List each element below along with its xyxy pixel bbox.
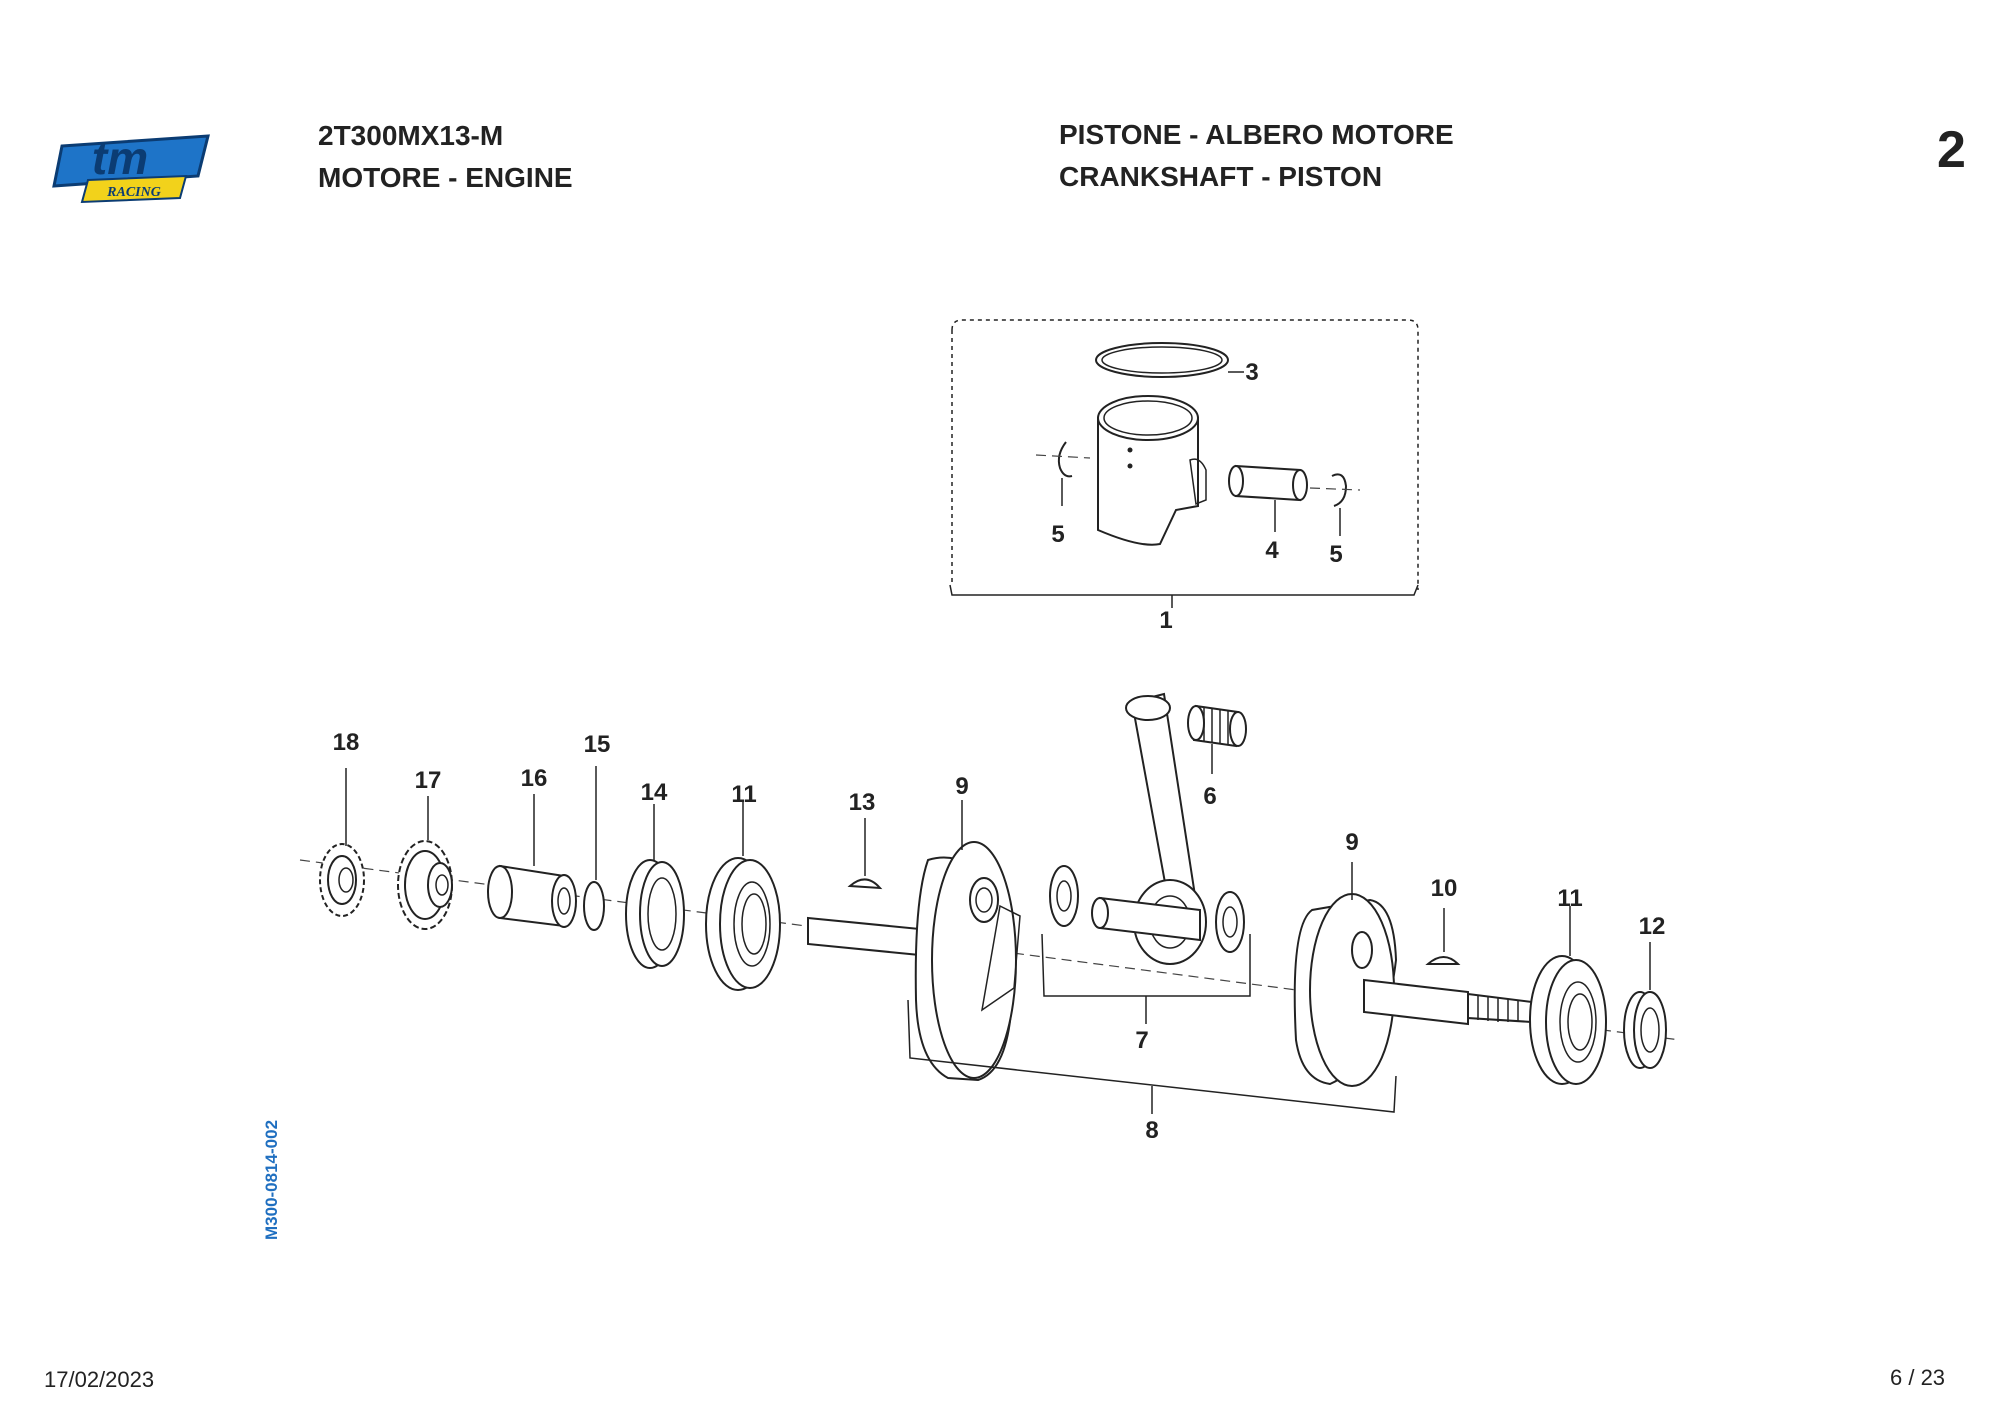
callout-13: 13	[849, 789, 876, 816]
bearing-11-left	[705, 857, 781, 991]
seal-12	[1623, 991, 1667, 1069]
callout-18: 18	[333, 729, 360, 756]
logo-subtext: RACING	[106, 185, 161, 200]
section-title-it: PISTONE - ALBERO MOTORE	[1059, 119, 1454, 150]
callout-16: 16	[521, 765, 548, 792]
connecting-rod	[1091, 692, 1207, 965]
callout-9-right: 9	[1345, 829, 1358, 856]
callout-4: 4	[1265, 537, 1279, 564]
footer-date: 17/02/2023	[44, 1367, 155, 1392]
piston-ring	[1095, 342, 1229, 378]
group-title: MOTORE - ENGINE	[318, 162, 573, 193]
circlip-right	[1331, 473, 1348, 507]
logo-text: tm	[92, 132, 148, 184]
flywheel-9-right	[1293, 893, 1533, 1087]
callout-11-left: 11	[731, 781, 756, 808]
callout-9-left: 9	[955, 773, 968, 800]
callout-12: 12	[1639, 913, 1666, 940]
conrod-kit-bracket	[1041, 933, 1251, 997]
gear-17	[397, 840, 453, 930]
needle-bearing-6	[1187, 704, 1247, 748]
thrust-washer-right	[1215, 891, 1245, 953]
crankshaft-assembly-bracket	[907, 999, 1397, 1113]
piston	[1097, 395, 1207, 546]
callout-5-left: 5	[1051, 521, 1064, 548]
callout-5-right: 5	[1329, 541, 1342, 568]
gear-18	[319, 843, 365, 917]
piston-pin	[1228, 464, 1308, 502]
spacer-16	[487, 864, 577, 928]
header-left: 2T300MX13-M MOTORE - ENGINE	[318, 115, 573, 199]
piston-kit-box	[951, 319, 1419, 590]
callout-17: 17	[415, 767, 442, 794]
callout-11-right: 11	[1557, 885, 1582, 912]
callout-3: 3	[1245, 359, 1258, 386]
callout-15: 15	[584, 731, 611, 758]
page-number: 2	[1937, 121, 1966, 179]
seal-14	[625, 859, 685, 969]
thrust-washer-left	[1049, 865, 1079, 927]
callout-14: 14	[641, 779, 668, 806]
section-title-en: CRANKSHAFT - PISTON	[1059, 161, 1383, 192]
piston-kit-bracket	[949, 584, 1419, 596]
bearing-11-right	[1529, 955, 1607, 1085]
callout-7: 7	[1135, 1027, 1148, 1054]
circlip-left	[1057, 441, 1073, 478]
callout-8: 8	[1145, 1117, 1158, 1144]
woodruff-key-13	[847, 878, 883, 890]
header-middle: PISTONE - ALBERO MOTORE CRANKSHAFT - PIS…	[1059, 114, 1454, 198]
woodruff-key-10	[1425, 956, 1461, 965]
tm-racing-logo: tm RACING	[52, 132, 210, 204]
footer-page-count: 6 / 23	[1890, 1365, 1946, 1390]
drawing-code: M300-0814-002	[262, 1119, 281, 1240]
flywheel-9-left	[807, 841, 1021, 1082]
model-code: 2T300MX13-M	[318, 120, 504, 151]
callout-10: 10	[1431, 875, 1458, 902]
o-ring-15	[583, 881, 605, 931]
callout-1: 1	[1159, 607, 1172, 634]
callout-6: 6	[1203, 783, 1216, 810]
